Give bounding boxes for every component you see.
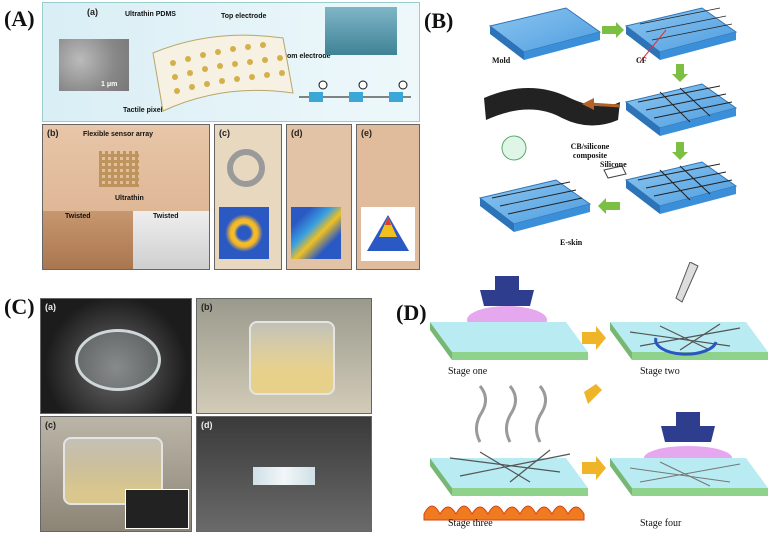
panel-b-letter: (B) bbox=[424, 8, 454, 33]
label-cf: CF bbox=[636, 56, 647, 65]
scale-bar-label: 1 μm bbox=[101, 81, 118, 88]
sub-label-c-b: (b) bbox=[201, 302, 213, 312]
sub-label-a: (a) bbox=[87, 7, 98, 17]
sub-label-b: (b) bbox=[47, 128, 59, 138]
stage-four-graphic bbox=[610, 412, 768, 496]
stage-three-graphic bbox=[423, 385, 588, 521]
photo-finger-press: (d) bbox=[286, 124, 352, 270]
label-ultrathin: Ultrathin bbox=[115, 195, 144, 202]
stage-arrows bbox=[582, 326, 606, 480]
flexible-sheet-graphic bbox=[152, 34, 294, 112]
photo-sensor-on-arm: (b) Flexible sensor array Ultrathin Twis… bbox=[42, 124, 210, 270]
label-stage-three: Stage three bbox=[448, 518, 493, 529]
label-bottom-electrode: Bottom electrode bbox=[273, 53, 331, 60]
label-tactile-pixel: Tactile pixel bbox=[123, 107, 163, 114]
panel-a-sensor-schematic: (a) 1 μm Ultrathin PDMS Top electrode Bo… bbox=[42, 2, 420, 122]
label-top-electrode: Top electrode bbox=[221, 13, 267, 20]
cb-silicone-composite-sheet bbox=[484, 88, 620, 126]
mold-step-1 bbox=[488, 7, 602, 60]
glass-dish-cured bbox=[63, 437, 163, 505]
pressure-map-ring bbox=[219, 207, 269, 259]
photo-twisted-hand bbox=[43, 211, 133, 269]
panel-c-letter: (C) bbox=[4, 294, 35, 319]
sub-label-e: (e) bbox=[361, 128, 372, 138]
panel-d-stage-diagram bbox=[423, 262, 768, 521]
mold-step-5-eskin bbox=[478, 179, 592, 232]
sub-label-d: (d) bbox=[291, 128, 303, 138]
inset-samples bbox=[125, 489, 189, 529]
stage-two-graphic bbox=[610, 262, 768, 360]
label-stage-two: Stage two bbox=[640, 366, 680, 377]
label-cb-silicone-composite: CB/silicone composite bbox=[570, 142, 610, 160]
panel-a-letter: (A) bbox=[4, 6, 35, 31]
mold-step-2-cf bbox=[624, 7, 738, 63]
photo-c-c-cured-dish: (c) bbox=[40, 416, 192, 532]
sub-label-c: (c) bbox=[219, 128, 230, 138]
photo-pressure-ring: (c) bbox=[214, 124, 282, 270]
pressure-3d-peak bbox=[361, 207, 415, 261]
photo-c-a-empty-dish: (a) bbox=[40, 298, 192, 414]
photo-c-b-layered-dish: (b) bbox=[196, 298, 372, 414]
photo-twisted-tweezers bbox=[133, 211, 209, 269]
label-stage-one: Stage one bbox=[448, 366, 488, 377]
sem-image bbox=[59, 39, 129, 91]
glass-dish-layers bbox=[249, 321, 335, 395]
sensor-photo bbox=[325, 7, 397, 55]
circuit-diagram bbox=[299, 80, 411, 102]
process-arrows bbox=[598, 22, 688, 214]
stage-one-graphic bbox=[430, 276, 588, 360]
photo-palm-press: (e) bbox=[356, 124, 420, 270]
sub-label-c-c: (c) bbox=[45, 420, 56, 430]
mold-step-3 bbox=[624, 83, 738, 136]
glass-dish bbox=[75, 329, 161, 391]
pressure-map-finger bbox=[291, 207, 341, 259]
stretched-sample bbox=[253, 467, 315, 485]
composite-magnified-circle bbox=[501, 135, 527, 161]
label-ultrathin-pdms: Ultrathin PDMS bbox=[125, 11, 176, 18]
mold-step-4 bbox=[624, 161, 738, 214]
label-twisted-1: Twisted bbox=[65, 213, 91, 220]
sub-label-c-d: (d) bbox=[201, 420, 213, 430]
photo-c-d-stretch-test: (d) bbox=[196, 416, 372, 532]
ring-object bbox=[227, 149, 265, 187]
label-stage-four: Stage four bbox=[640, 518, 682, 529]
panel-b-fabrication-diagram bbox=[478, 7, 738, 232]
panel-d-letter: (D) bbox=[396, 300, 427, 325]
label-flexible-sensor-array: Flexible sensor array bbox=[83, 131, 154, 138]
label-twisted-2: Twisted bbox=[153, 213, 179, 220]
label-silicone: Silicone bbox=[600, 160, 627, 169]
sensor-array-on-skin bbox=[99, 151, 139, 187]
silicone-slab bbox=[603, 165, 627, 179]
sub-label-c-a: (a) bbox=[45, 302, 56, 312]
label-e-skin: E-skin bbox=[560, 238, 583, 247]
label-mold: Mold bbox=[492, 56, 511, 65]
